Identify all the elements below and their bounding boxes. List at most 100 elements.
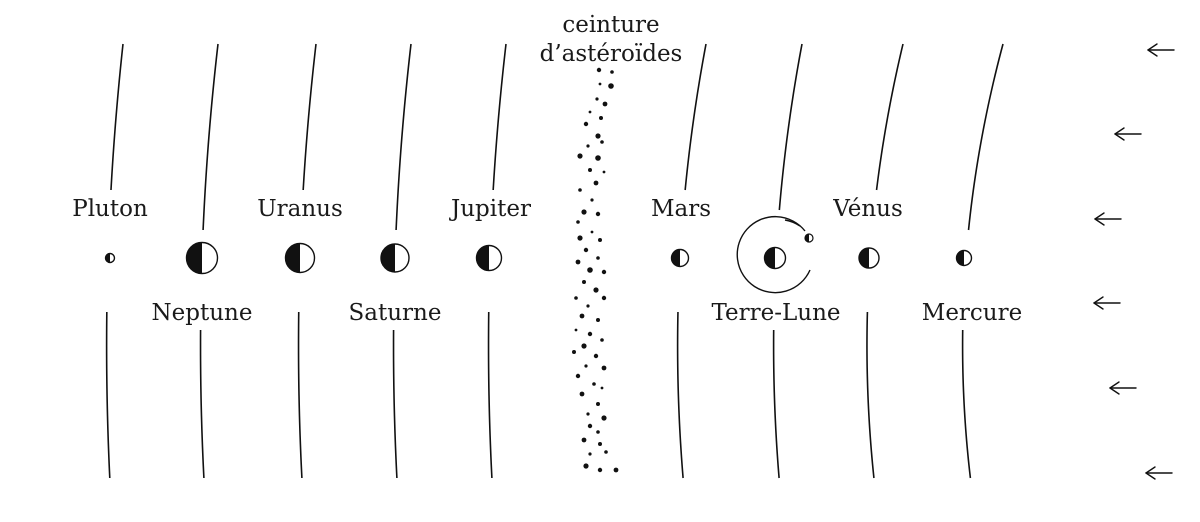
asteroid-59 — [583, 463, 589, 469]
asteroid-36 — [579, 313, 585, 319]
asteroid-1 — [596, 67, 602, 73]
asteroid-47 — [592, 382, 596, 386]
orbit-arc-7-lower — [772, 329, 780, 479]
belt-label-line-2: d’astéroïdes — [540, 41, 683, 67]
orbit-arc-4-upper — [395, 43, 412, 231]
arrow-head — [1109, 381, 1120, 395]
orbit-arcs — [105, 43, 1004, 479]
asteroid-23 — [590, 230, 594, 234]
sunlight-arrow-icon-6 — [1145, 466, 1173, 480]
asteroid-48 — [600, 386, 604, 390]
planet-label-pluton: Pluton — [72, 196, 148, 222]
asteroid-belt — [572, 67, 619, 473]
asteroid-17 — [593, 180, 599, 186]
sunlight-arrow-icon-4 — [1093, 296, 1121, 310]
asteroid-9 — [583, 121, 589, 127]
arrow-head — [1147, 43, 1158, 57]
earth-moon-system — [736, 215, 814, 294]
moon-shadow — [805, 234, 809, 242]
sunlight-arrow-icon-3 — [1094, 212, 1122, 226]
asteroid-55 — [581, 437, 587, 443]
planet-terre-lune — [763, 246, 787, 270]
asteroid-12 — [600, 140, 604, 144]
asteroid-31 — [582, 280, 586, 284]
asteroid-21 — [595, 211, 601, 217]
planet-shadow-saturne — [381, 244, 395, 272]
planet-label-venus: Vénus — [832, 196, 903, 222]
orbit-arc-4-lower — [392, 329, 398, 479]
orbit-arc-5-lower — [487, 311, 493, 479]
asteroid-4 — [608, 83, 614, 89]
asteroid-45 — [601, 365, 607, 371]
planet-mercure — [955, 249, 973, 267]
planet-pluton — [104, 252, 116, 264]
planet-label-mars: Mars — [651, 196, 711, 222]
planet-saturne — [380, 243, 410, 273]
orbit-arc-3-lower — [297, 311, 303, 479]
sunlight-arrows — [1093, 43, 1175, 480]
asteroid-52 — [601, 415, 607, 421]
asteroid-6 — [602, 101, 608, 107]
asteroid-2 — [610, 70, 614, 74]
asteroid-37 — [596, 318, 600, 322]
asteroid-29 — [587, 267, 593, 273]
arrow-head — [1093, 296, 1104, 310]
asteroid-44 — [584, 364, 588, 368]
orbit-arc-3-upper — [302, 43, 317, 191]
asteroid-27 — [596, 256, 600, 260]
asteroid-19 — [590, 198, 594, 202]
planet-label-saturne: Saturne — [349, 300, 442, 326]
orbit-arc-8-lower — [866, 311, 875, 479]
asteroid-18 — [578, 188, 582, 192]
asteroid-32 — [593, 287, 599, 293]
planet-shadow-venus — [859, 248, 869, 268]
asteroid-20 — [581, 209, 587, 215]
asteroid-58 — [604, 450, 608, 454]
asteroid-42 — [572, 350, 576, 354]
moon-orbit-ring-top — [784, 219, 801, 227]
planet-label-terre-lune: Terre-Lune — [711, 300, 840, 326]
asteroid-28 — [575, 259, 581, 265]
arrow-head — [1094, 212, 1105, 226]
planet-shadow-mercure — [956, 250, 964, 266]
sunlight-arrow-icon-2 — [1114, 127, 1142, 141]
orbit-arc-8-upper — [875, 43, 904, 191]
asteroid-39 — [587, 331, 593, 337]
asteroid-61 — [613, 467, 619, 473]
sunlight-arrow-icon-5 — [1109, 381, 1137, 395]
orbit-arc-1-lower — [105, 311, 111, 479]
planet-neptune — [185, 241, 219, 275]
asteroid-13 — [577, 153, 583, 159]
planet-label-uranus: Uranus — [257, 196, 343, 222]
planet-label-jupiter: Jupiter — [449, 196, 531, 222]
arrow-head — [1114, 127, 1125, 141]
asteroid-35 — [586, 304, 590, 308]
planet-shadow-neptune — [186, 242, 202, 274]
orbit-arc-6-lower — [676, 311, 684, 479]
orbit-arc-6-upper — [684, 43, 707, 191]
asteroid-25 — [598, 238, 602, 242]
asteroid-10 — [595, 133, 601, 139]
asteroid-57 — [588, 452, 592, 456]
planet-label-mercure: Mercure — [922, 300, 1022, 326]
asteroid-11 — [586, 144, 590, 148]
asteroid-8 — [599, 116, 603, 120]
orbit-arc-9-lower — [961, 329, 972, 479]
planet-bodies — [104, 241, 973, 275]
arrow-head — [1145, 466, 1156, 480]
asteroid-7 — [588, 110, 592, 114]
asteroid-43 — [593, 353, 599, 359]
orbit-arc-5-upper — [492, 43, 507, 191]
planet-venus — [858, 247, 880, 269]
sunlight-arrow-icon-1 — [1147, 43, 1175, 57]
asteroid-5 — [595, 97, 599, 101]
asteroid-53 — [587, 423, 593, 429]
orbit-arc-2-lower — [199, 329, 205, 479]
asteroid-46 — [575, 373, 581, 379]
asteroid-40 — [600, 338, 604, 342]
asteroid-49 — [579, 391, 585, 397]
asteroid-50 — [596, 402, 600, 406]
asteroid-14 — [595, 155, 601, 161]
